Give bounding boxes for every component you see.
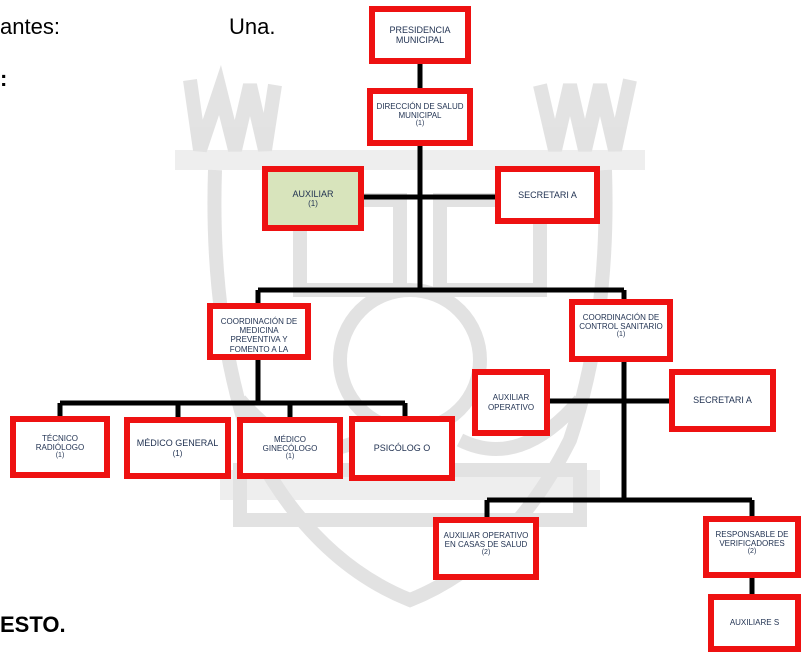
node-label: COORDINACIÓN DE CONTROL SANITARIO	[579, 313, 663, 332]
node-auxiliar-operativo-casas-salud: AUXILIAR OPERATIVO EN CASAS DE SALUD (2)	[433, 517, 539, 580]
node-count: (2)	[747, 548, 757, 556]
node-secretaria-control: SECRETARI A	[669, 369, 776, 432]
node-direccion-salud: DIRECCIÓN DE SALUD MUNICIPAL (1)	[367, 88, 473, 146]
node-presidencia-municipal: PRESIDENCIA MUNICIPAL	[369, 6, 471, 64]
node-count: (1)	[616, 331, 626, 339]
node-coordinacion-control-sanitario: COORDINACIÓN DE CONTROL SANITARIO (1)	[569, 299, 673, 362]
node-label: SECRETARI A	[693, 395, 752, 406]
node-label: TÉCNICO RADIÓLOGO	[35, 433, 85, 452]
node-label: AUXILIARE S	[729, 618, 780, 628]
node-secretaria: SECRETARI A	[495, 166, 600, 224]
node-label: PSICÓLOG O	[373, 443, 431, 454]
node-count: (2)	[481, 549, 491, 557]
node-label: AUXILIAR OPERATIVO	[487, 393, 535, 412]
node-coordinacion-medicina: COORDINACIÓN DE MEDICINA PREVENTIVA Y FO…	[207, 303, 311, 360]
node-label: DIRECCIÓN DE SALUD MUNICIPAL	[376, 102, 464, 121]
node-count: (1)	[415, 120, 425, 128]
node-label: AUXILIAR	[292, 188, 334, 199]
node-label: MÉDICO GENERAL	[136, 438, 219, 449]
node-medico-general: MÉDICO GENERAL (1)	[124, 417, 231, 479]
node-tecnico-radiologo: TÉCNICO RADIÓLOGO (1)	[10, 416, 110, 478]
node-psicologo: PSICÓLOG O	[349, 416, 455, 481]
doc-text-colon: :	[0, 66, 8, 91]
node-label: PRESIDENCIA MUNICIPAL	[389, 24, 451, 45]
doc-text-antes: antes:	[0, 14, 60, 39]
node-count: (1)	[172, 448, 183, 458]
node-label: SECRETARI A	[518, 189, 577, 200]
doc-text-esto: ESTO.	[0, 612, 66, 637]
node-count: (1)	[285, 453, 295, 461]
doc-text-una: Una.	[229, 14, 276, 39]
node-count: (1)	[308, 199, 318, 209]
node-auxiliar: AUXILIAR (1)	[262, 166, 364, 231]
node-label: COORDINACIÓN DE MEDICINA PREVENTIVA Y FO…	[220, 317, 298, 360]
node-label: MÉDICO GINECÓLOGO	[262, 434, 318, 453]
node-label: AUXILIAR OPERATIVO EN CASAS DE SALUD	[443, 531, 529, 550]
node-auxiliar-operativo: AUXILIAR OPERATIVO	[472, 369, 550, 436]
node-medico-ginecologo: MÉDICO GINECÓLOGO (1)	[237, 417, 343, 479]
node-count: (1)	[55, 452, 65, 460]
node-auxiliares: AUXILIARE S	[708, 594, 801, 652]
node-label: RESPONSABLE DE VERIFICADORES	[715, 530, 789, 549]
node-responsable-verificadores: RESPONSABLE DE VERIFICADORES (2)	[703, 516, 801, 578]
